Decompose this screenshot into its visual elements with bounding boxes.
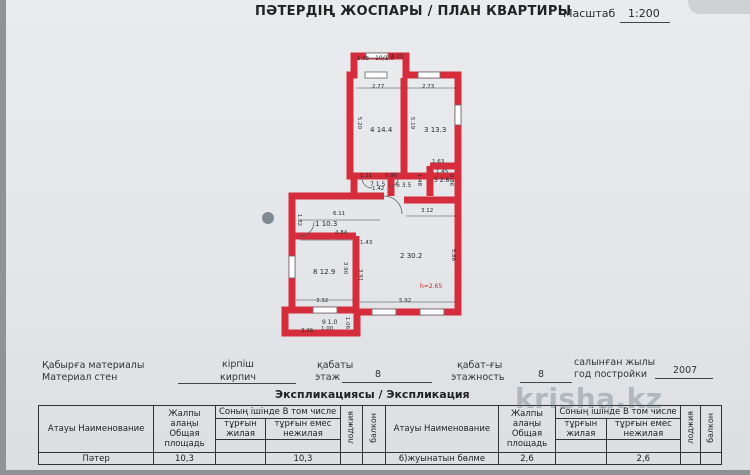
room-label: 6 3.5 — [396, 182, 412, 189]
floor-label-kz: қабаты — [317, 360, 354, 371]
col-total-header-2: Жалпы алаңы Общая площадь — [497, 405, 557, 453]
col-balcony-header-2: балкон — [706, 412, 716, 443]
floor-label-ru: этаж — [315, 372, 341, 383]
table-heading: Экспликациясы / Экспликация — [275, 388, 470, 401]
dimension-label: 5.19 — [409, 116, 416, 130]
dimension-label: 1.42 — [372, 186, 385, 192]
row-name: Пәтер — [37, 452, 155, 465]
explication-table: Атауы Наименование Жалпы алаңы Общая пло… — [37, 405, 722, 475]
room-label: 7 1.5 — [370, 181, 386, 188]
wall-material-value-ru: кирпич — [220, 372, 256, 383]
dimension-label: 2.73 — [422, 84, 435, 90]
row-nonliving: 10,3 — [265, 452, 341, 465]
ceiling-height-label: h=2.65 — [420, 283, 443, 290]
dimension-label: 1.00 — [321, 326, 334, 332]
room-label: 1 10.3 — [315, 220, 338, 228]
room-label: 3 13.3 — [424, 126, 447, 134]
floor-underline — [342, 382, 432, 383]
col-living-header-2: тұрғын жилая — [555, 418, 607, 440]
dimension-label: 5.20 — [356, 116, 363, 130]
dimension-label: 1.06 — [344, 316, 351, 330]
dimension-label: 3.26 — [301, 328, 314, 334]
room-label: 4 14.4 — [370, 126, 393, 134]
col-balcony-header: балкон — [369, 412, 379, 443]
col-incl-header: Соның ішінде В том числе — [214, 405, 341, 419]
col-name-header: Атауы Наименование — [37, 405, 155, 453]
room-label: 10/1.0 — [375, 55, 395, 62]
col-nonliving-header-2: тұрғын емес нежилая — [605, 418, 681, 440]
floors-label-ru: этажность — [451, 372, 505, 383]
dimension-label: 4.84 — [335, 230, 348, 236]
dimension-label: 1.48 — [416, 173, 423, 187]
dimension-label: 5.92 — [399, 298, 412, 304]
col-loggia-header-2: лоджия — [685, 411, 695, 444]
row-total-2: 2,6 — [497, 452, 557, 465]
col-living-header: тұрғын жилая — [214, 418, 267, 440]
floors-underline — [520, 382, 572, 383]
col-name-header-2: Атауы Наименование — [384, 405, 499, 453]
dimension-label: 2.77 — [372, 84, 385, 90]
dimension-label: 0.86 — [448, 173, 455, 187]
room-label: 9 1.0 — [322, 319, 338, 326]
dimension-label: 3.13 — [391, 54, 404, 60]
floors-value: 8 — [538, 369, 545, 380]
page-title: ПӘТЕРДІҢ ЖОСПАРЫ / ПЛАН КВАРТИРЫ — [255, 4, 572, 19]
dimension-label: 3.91 — [357, 268, 364, 282]
dimension-label: 1.45 — [436, 169, 449, 175]
row-total: 10,3 — [153, 452, 216, 465]
scale-label: Масштаб — [563, 7, 616, 20]
floor-value: 8 — [375, 369, 382, 380]
dimension-label: 3.12 — [421, 208, 434, 214]
scale-underline — [620, 22, 670, 23]
row-nonliving-2: 2,6 — [605, 452, 681, 465]
year-label-ru: год постройки — [574, 369, 648, 380]
col-total-header: Жалпы алаңы Общая площадь — [153, 405, 216, 453]
dimension-label: 5.86 — [450, 248, 457, 262]
table-row: Пәтер 10,3 10,3 6)жуынатын бөлме 2,6 2,6 — [37, 452, 722, 465]
year-label-kz: салынған жылы — [574, 357, 656, 368]
corner-shadow — [688, 0, 750, 14]
wall-material-label-kz: Қабырға материалы — [42, 360, 145, 371]
circle-marker-icon — [262, 212, 274, 224]
wall-material-label-ru: Материал стен — [42, 372, 118, 383]
wall-material-underline — [178, 383, 296, 384]
col-loggia-header: лоджия — [346, 411, 356, 444]
dimension-label: 3.90 — [342, 261, 349, 275]
dimension-label: 1.05 — [357, 56, 370, 62]
dimension-label: 1.43 — [360, 240, 373, 246]
wall-material-value-kz: кірпіш — [222, 359, 254, 370]
dimension-label: 1.82 — [296, 213, 303, 227]
room-label: 5 2.8 — [434, 177, 450, 184]
room-label: 8 12.9 — [313, 268, 336, 276]
row-name-2: 6)жуынатын бөлме — [384, 452, 499, 465]
dimension-label: 3.32 — [316, 298, 329, 304]
dimension-label: 1.63 — [432, 159, 445, 165]
room-label: 2 30.2 — [400, 252, 423, 260]
year-value: 2007 — [673, 365, 698, 376]
col-nonliving-header: тұрғын емес нежилая — [265, 418, 341, 440]
dimension-label: 0.90 — [385, 173, 398, 179]
dimension-label: 1.11 — [360, 173, 373, 179]
watermark: krisha.kz — [515, 382, 663, 415]
scale-value: 1:200 — [628, 7, 660, 20]
floors-label-kz: қабат-ғы — [457, 360, 503, 371]
dimension-label: 6.11 — [333, 211, 346, 217]
year-underline — [655, 378, 713, 379]
